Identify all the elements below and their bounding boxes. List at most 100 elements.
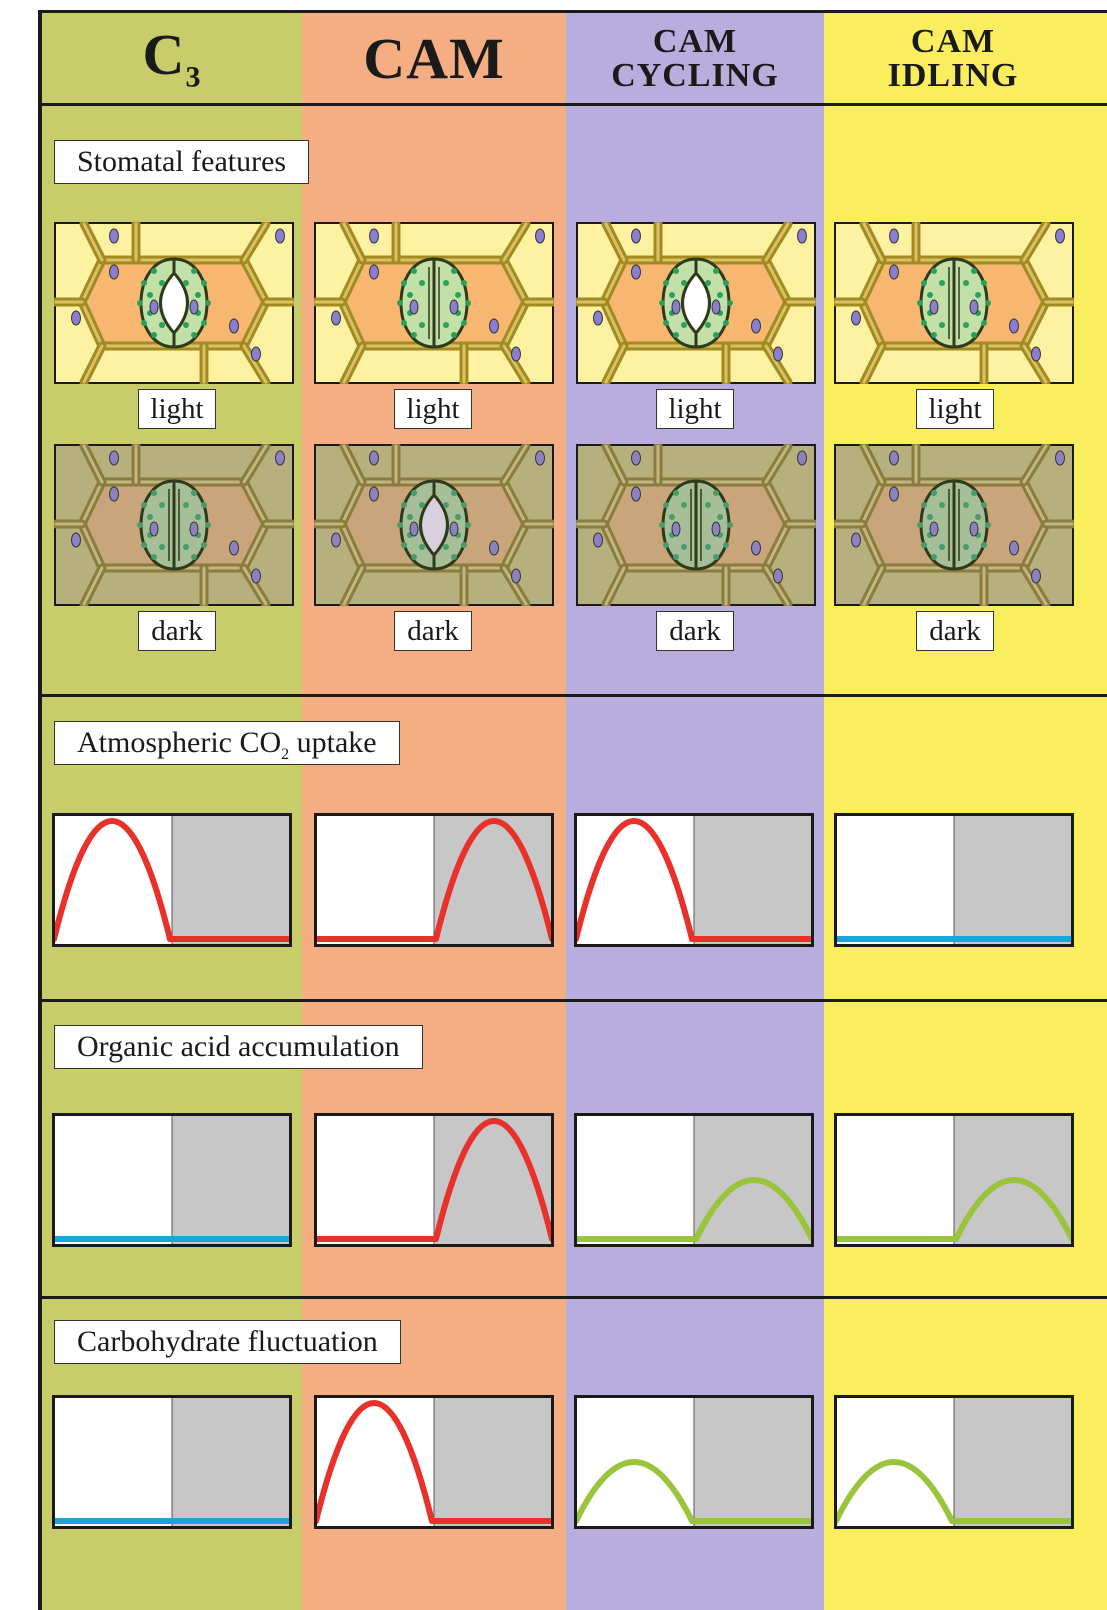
stoma-dark-c3-epidermal-nucleus-0	[110, 451, 119, 465]
carbo-graph-cam-dark-period	[434, 1397, 553, 1528]
stoma-dark-cam-idling-chloroplast-10	[985, 522, 991, 528]
stoma-dark-cam-idling-chloroplast-12	[971, 490, 977, 496]
stoma-dark-c3-epidermal-nucleus-2	[110, 487, 119, 501]
co2-graph-c3-plot	[52, 813, 292, 947]
divider-organic	[38, 1296, 1107, 1299]
stoma-light-cam-cycling-epidermal-nucleus-2	[632, 265, 641, 279]
stoma-dark-c3-chloroplast-4	[151, 554, 157, 560]
stoma-dark-cam-cycling-chloroplast-12	[713, 490, 719, 496]
stoma-dark-cam-epidermal-nucleus-4	[490, 541, 499, 555]
stoma-dark-cam-idling-chloroplast-9	[981, 502, 987, 508]
stoma-dark-cam-cycling-guard-nucleus-right	[712, 522, 720, 536]
stoma-dark-cam-cycling-drawing	[576, 444, 816, 606]
organic-graph-cam-cycling-plot	[574, 1113, 814, 1247]
stoma-dark-cam-chloroplast-14	[455, 514, 461, 520]
stoma-light-cam-cycling	[576, 222, 816, 384]
stoma-light-c3-chloroplast-9	[201, 280, 207, 286]
stoma-dark-cam-cycling-guard-nucleus-left	[672, 522, 680, 536]
stoma-light-c3-epidermal-nucleus-4	[230, 319, 239, 333]
organic-graph-c3-plot	[52, 1113, 292, 1247]
stoma-dark-cam-cycling-chloroplast-3	[673, 490, 679, 496]
co2-graph-cam-light-period	[316, 815, 435, 946]
carbo-graph-cam-cycling-dark-period	[694, 1397, 813, 1528]
stoma-light-cam-chloroplast-13	[451, 332, 457, 338]
stoma-light-cam-chloroplast-1	[397, 300, 403, 306]
section-label-stomatal-text: Stomatal features	[77, 145, 286, 178]
stoma-light-c3-chloroplast-1	[137, 300, 143, 306]
stoma-light-cam-cells	[315, 223, 553, 383]
organic-graph-cam-light-period	[316, 1115, 435, 1246]
stoma-dark-cam-cycling-chloroplast-11	[723, 542, 729, 548]
stoma-light-cam-idling-epidermal-nucleus-5	[1032, 347, 1041, 361]
stoma-dark-cam-chloroplast-0	[401, 502, 407, 508]
stoma-dark-c3-chloroplast-0	[141, 502, 147, 508]
title-cam-cycling: CAM CYCLING	[566, 12, 824, 106]
carbo-graph-cam-cycling	[574, 1395, 814, 1529]
title-c3-sub: 3	[185, 60, 201, 93]
carbo-graph-c3-dark-period	[172, 1397, 291, 1528]
stoma-light-cam-epidermal-nucleus-1	[536, 229, 545, 243]
stoma-light-cam-cycling-chloroplast-0	[663, 280, 669, 286]
stoma-dark-cam-epidermal-nucleus-2	[370, 487, 379, 501]
stoma-dark-cam-idling-epidermal-nucleus-5	[1032, 569, 1041, 583]
stoma-dark-cam-idling-chloroplast-11	[981, 542, 987, 548]
stoma-light-cam-cycling-chloroplast-16	[705, 280, 711, 286]
stoma-dark-cam-chloroplast-7	[419, 502, 425, 508]
stoma-dark-cam-idling-drawing	[834, 444, 1074, 606]
stoma-dark-c3-chloroplast-9	[201, 502, 207, 508]
title-cam-cycling-line2: CYCLING	[611, 59, 779, 93]
stoma-dark-cam-chloroplast-17	[443, 544, 449, 550]
stoma-dark-c3-chloroplast-12	[191, 490, 197, 496]
stoma-dark-cam-idling-chloroplast-17	[963, 544, 969, 550]
stoma-light-cam-chloroplast-10	[465, 300, 471, 306]
stoma-dark-c3-chloroplast-13	[191, 554, 197, 560]
stoma-light-cam-cycling-guard-nucleus-left	[672, 300, 680, 314]
stoma-light-c3-chloroplast-10	[205, 300, 211, 306]
stoma-light-cam-chloroplast-8	[419, 322, 425, 328]
stoma-dark-cam-cycling-epidermal-nucleus-0	[632, 451, 641, 465]
stoma-dark-cam-idling-chloroplast-5	[927, 514, 933, 520]
stoma-dark-cam-idling-guard-nucleus-left	[930, 522, 938, 536]
stoma-light-cam-idling-cells	[835, 223, 1073, 383]
stoma-light-cam-cycling-chloroplast-1	[659, 300, 665, 306]
stoma-dark-cam-epidermal-nucleus-5	[512, 569, 521, 583]
stoma-dark-cam-chloroplast-13	[451, 554, 457, 560]
section-label-carbo-text: Carbohydrate fluctuation	[77, 1325, 378, 1358]
stoma-light-c3-chloroplast-8	[159, 322, 165, 328]
organic-graph-cam-idling-light-period	[836, 1115, 955, 1246]
stoma-dark-cam-idling-chloroplast-2	[921, 542, 927, 548]
stoma-dark-cam-chloroplast-12	[451, 490, 457, 496]
stoma-light-cam-chloroplast-0	[401, 280, 407, 286]
stoma-dark-cam-idling-guard-nucleus-right	[970, 522, 978, 536]
stoma-dark-cam-chloroplast-3	[411, 490, 417, 496]
co2-label-main: Atmospheric CO	[77, 726, 281, 759]
stoma-dark-c3-chloroplast-17	[183, 544, 189, 550]
stoma-light-cam-idling-chloroplast-3	[931, 268, 937, 274]
stoma-light-cam-chloroplast-12	[451, 268, 457, 274]
title-cam-idling: CAM IDLING	[824, 12, 1082, 106]
stoma-light-c3-chloroplast-0	[141, 280, 147, 286]
stoma-dark-cam-chloroplast-10	[465, 522, 471, 528]
stoma-light-cam-chloroplast-2	[401, 320, 407, 326]
stoma-light-c3-chloroplast-14	[195, 292, 201, 298]
stoma-light-c3-epidermal-nucleus-2	[110, 265, 119, 279]
stoma-light-cam-epidermal-nucleus-3	[332, 311, 341, 325]
stoma-light-cam-cycling-chloroplast-11	[723, 320, 729, 326]
stoma-light-cam-idling-chloroplast-5	[927, 292, 933, 298]
stoma-dark-cam-idling-chloroplast-7	[939, 502, 945, 508]
co2-graph-cam	[314, 813, 554, 947]
stoma-light-cam-cycling-epidermal-nucleus-3	[594, 311, 603, 325]
stoma-light-cam-idling-drawing	[834, 222, 1074, 384]
stoma-light-c3-chloroplast-2	[141, 320, 147, 326]
stoma-dark-cam-idling-chloroplast-13	[971, 554, 977, 560]
stoma-light-cam-chloroplast-16	[443, 280, 449, 286]
frame-left	[38, 10, 42, 1610]
stoma-dark-cam-idling-epidermal-nucleus-0	[890, 451, 899, 465]
title-c3: C3	[42, 12, 302, 106]
co2-graph-c3	[52, 813, 292, 947]
stoma-dark-cam-epidermal-nucleus-1	[536, 451, 545, 465]
stoma-dark-cam-idling-chloroplast-3	[931, 490, 937, 496]
co2-graph-cam-idling-plot	[834, 813, 1074, 947]
stoma-light-c3-epidermal-nucleus-5	[252, 347, 261, 361]
